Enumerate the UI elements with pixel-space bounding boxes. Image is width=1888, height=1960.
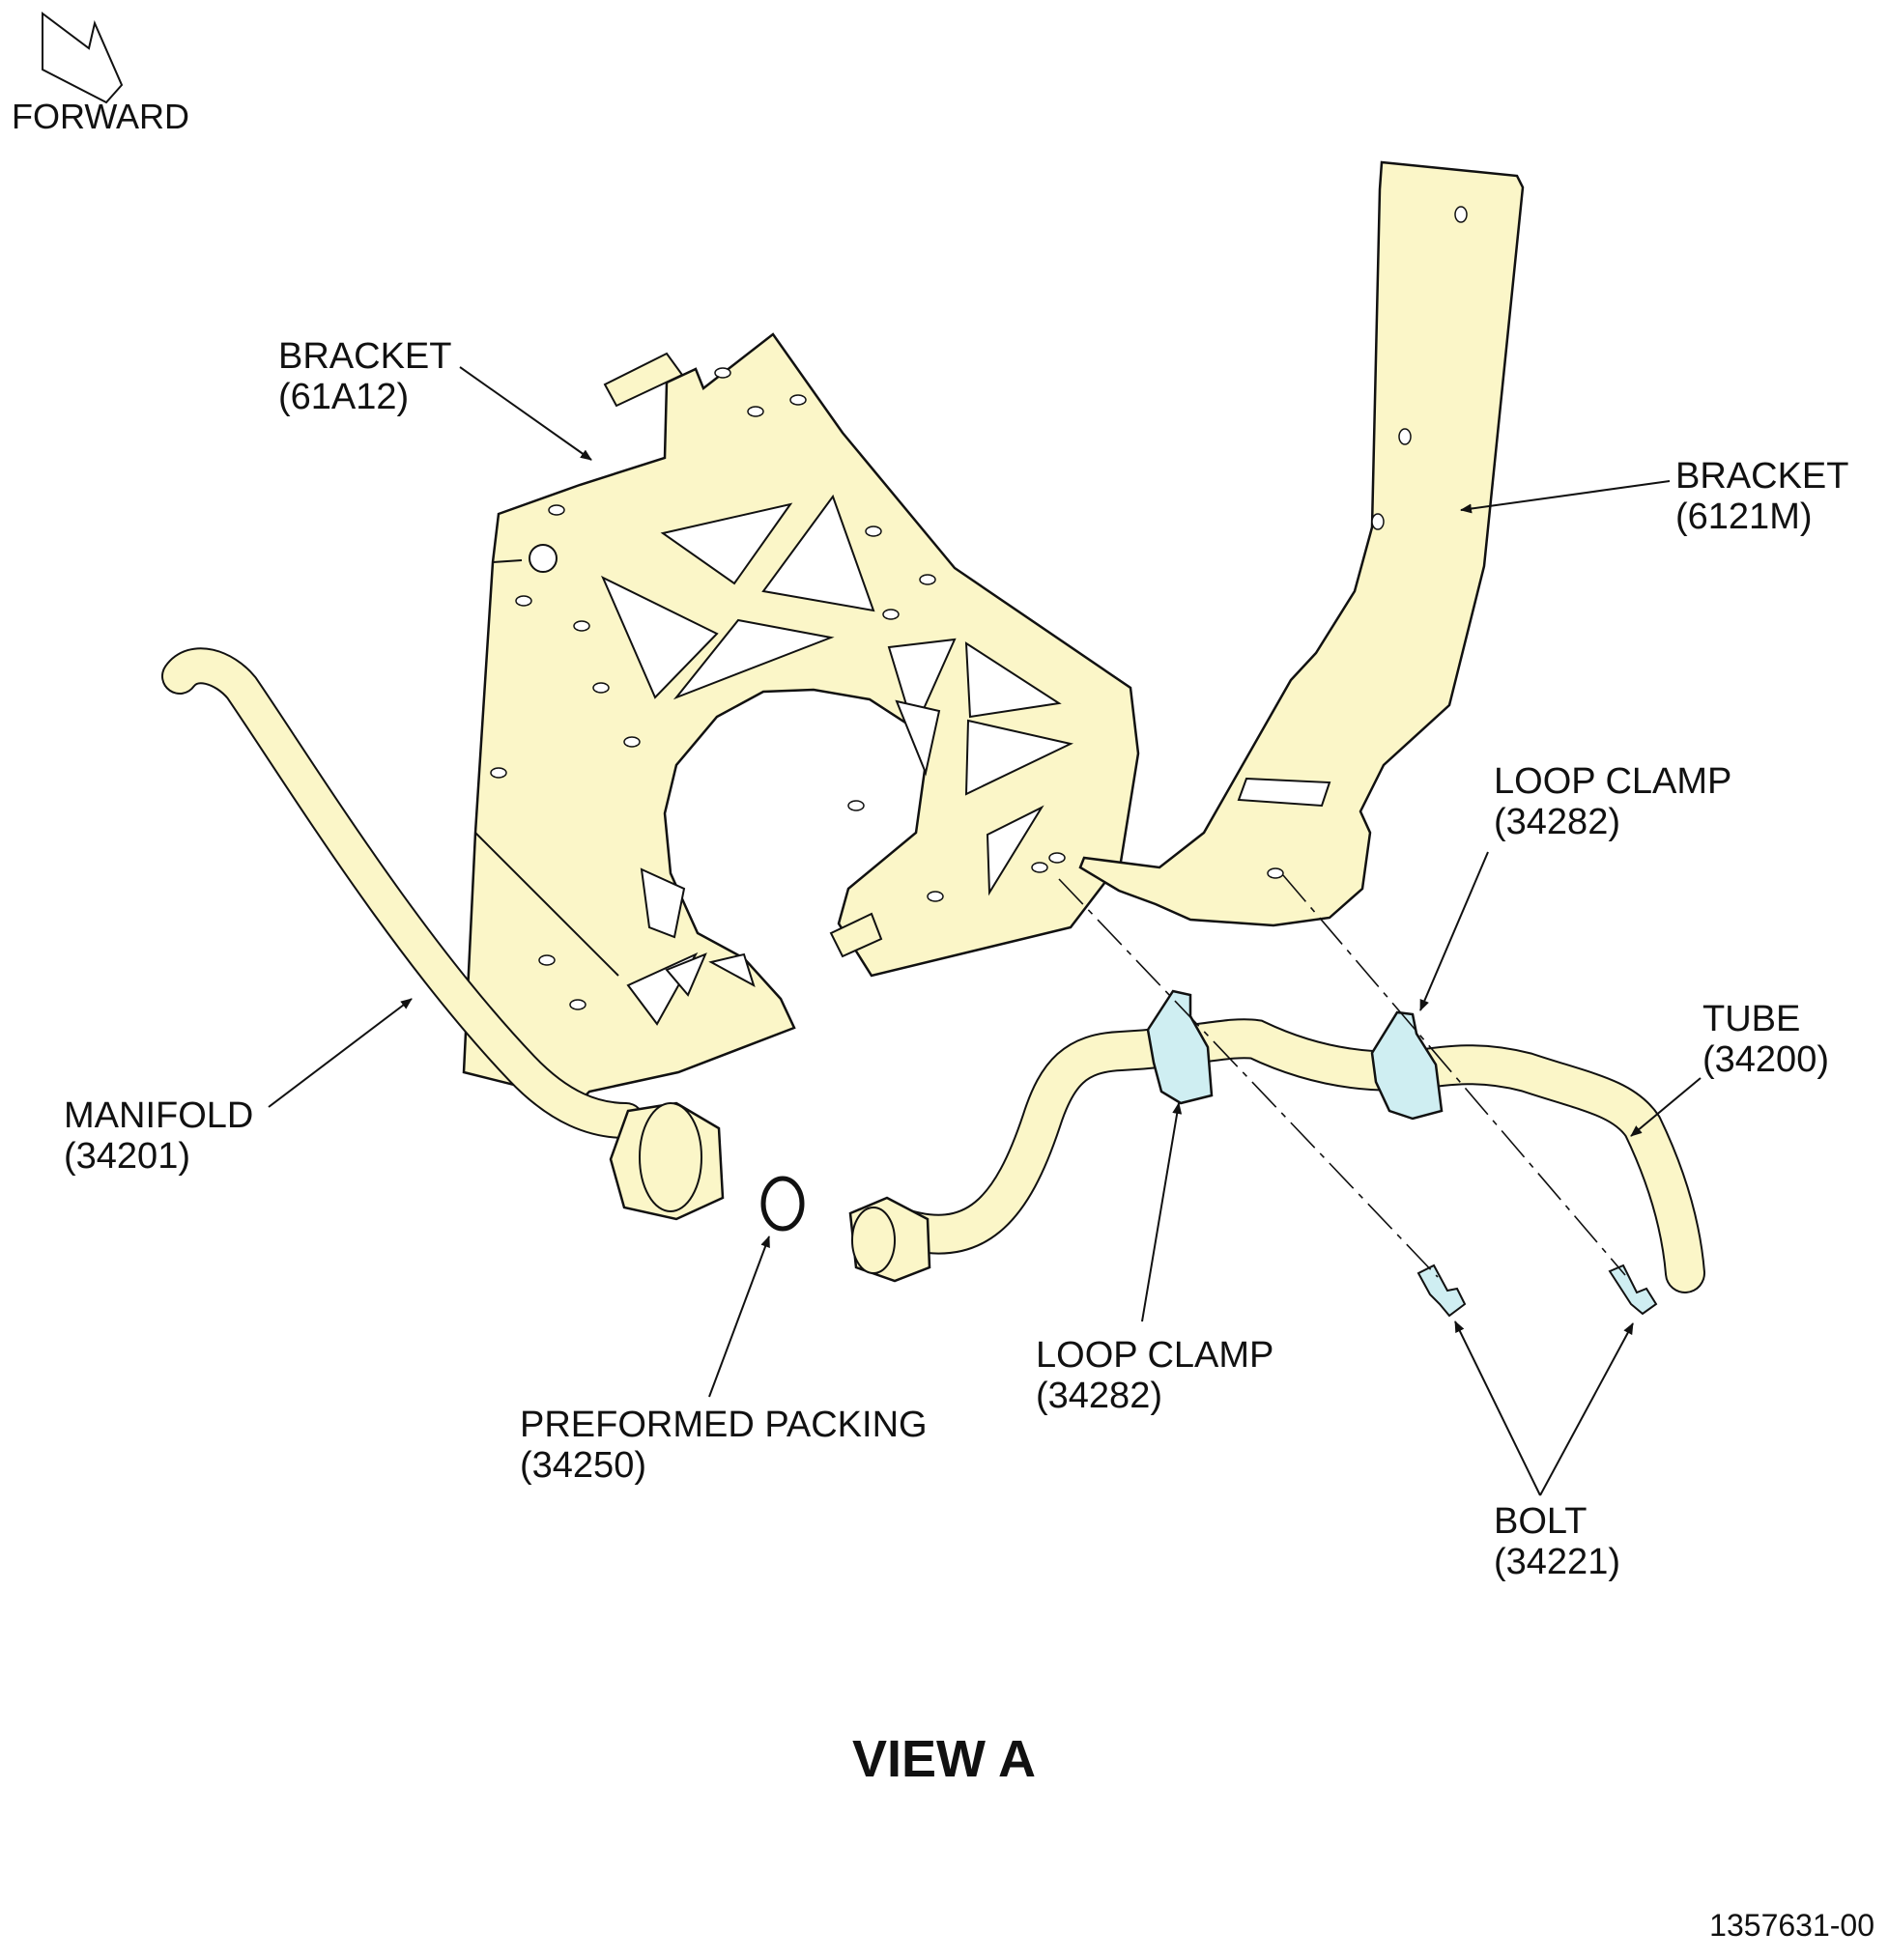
callout-name: BRACKET — [278, 336, 452, 377]
forward-label: FORWARD — [12, 97, 189, 136]
callout-name: LOOP CLAMP — [1494, 761, 1732, 802]
leader-packing — [708, 1236, 770, 1398]
callout-code: (34250) — [520, 1445, 646, 1486]
callout-name: PREFORMED PACKING — [520, 1405, 928, 1445]
view-title: VIEW A — [851, 1730, 1036, 1788]
bracket-6121M-part — [1078, 160, 1525, 927]
loop-clamp-34282-a-part — [1146, 989, 1214, 1105]
callout-name: MANIFOLD — [64, 1095, 254, 1136]
callout-name: LOOP CLAMP — [1036, 1335, 1274, 1376]
install-line-b — [1282, 874, 1626, 1276]
callout-code: (34282) — [1036, 1376, 1162, 1416]
callout-manifold: MANIFOLD (34201) — [64, 1095, 253, 1177]
loop-clamp-34282-b-part — [1370, 1010, 1444, 1121]
tube-34200-part — [848, 1018, 1705, 1293]
bracket-61A12-part — [462, 332, 1140, 1103]
callout-code: (34282) — [1494, 802, 1620, 842]
callout-code: (34221) — [1494, 1542, 1620, 1582]
leader-bracket-left — [459, 366, 592, 461]
callout-bracket-61A12: BRACKET (61A12) — [278, 336, 451, 417]
callout-code: (6121M) — [1675, 497, 1813, 537]
callout-bolt: BOLT (34221) — [1494, 1501, 1620, 1582]
callout-bracket-6121M: BRACKET (6121M) — [1675, 456, 1848, 537]
leader-loop-clamp-bottom — [1141, 1102, 1183, 1322]
bolt-34221-b-part — [1608, 1264, 1658, 1316]
leader-tube — [1630, 1077, 1702, 1137]
document-number: 1357631-00 — [1709, 1908, 1874, 1943]
leader-bracket-right — [1460, 480, 1671, 514]
install-line-a — [1058, 878, 1439, 1278]
callout-tube: TUBE (34200) — [1702, 999, 1829, 1080]
preformed-packing-34250-part — [760, 1176, 805, 1232]
leader-bolt-b — [1539, 1322, 1634, 1496]
callout-name: TUBE — [1702, 999, 1801, 1039]
leader-bolt-a — [1454, 1321, 1541, 1496]
callout-loop-clamp-bottom: LOOP CLAMP (34282) — [1036, 1335, 1273, 1416]
callout-code: (34200) — [1702, 1039, 1829, 1080]
leader-manifold — [268, 998, 413, 1108]
forward-arrow-icon — [42, 12, 124, 104]
callout-name: BOLT — [1494, 1501, 1588, 1542]
bolt-34221-a-part — [1416, 1264, 1467, 1318]
callout-code: (34201) — [64, 1136, 190, 1177]
callout-code: (61A12) — [278, 377, 410, 417]
callout-loop-clamp-top: LOOP CLAMP (34282) — [1494, 761, 1731, 842]
callout-preformed-packing: PREFORMED PACKING (34250) — [520, 1405, 928, 1486]
leader-loop-clamp-top — [1419, 851, 1489, 1011]
callout-name: BRACKET — [1675, 456, 1849, 497]
manifold-34201-part — [161, 647, 725, 1221]
